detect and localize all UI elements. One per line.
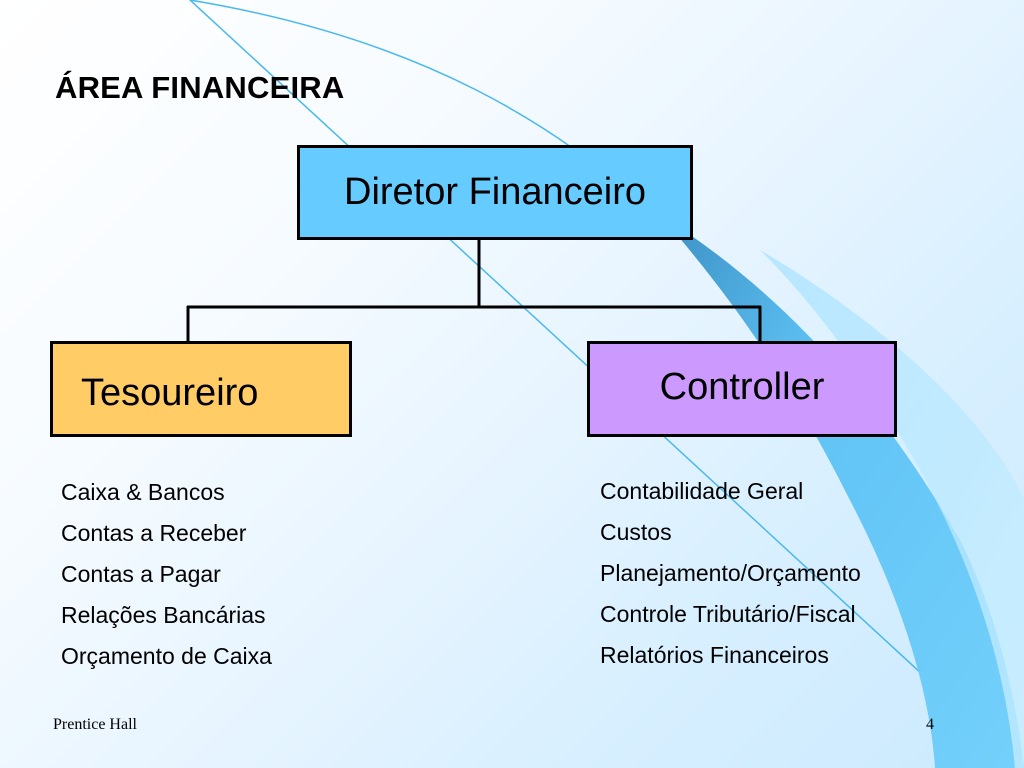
controller-label: Controller [659, 366, 825, 408]
treasurer-duty-item: Contas a Receber [61, 520, 247, 546]
treasurer-duty-item: Contas a Pagar [61, 561, 221, 587]
treasurer-duty-item: Relações Bancárias [61, 602, 266, 628]
treasurer-duty-item: Orçamento de Caixa [61, 643, 272, 669]
controller-duties-list: Contabilidade Geral Custos Planejamento/… [600, 471, 861, 676]
controller-duty-item: Planejamento/Orçamento [600, 560, 861, 586]
footer-page-number: 4 [926, 716, 934, 733]
controller-duty-item: Contabilidade Geral [600, 478, 804, 504]
slide-title: ÁREA FINANCEIRA [55, 70, 345, 105]
treasurer-duties-list: Caixa & Bancos Contas a Receber Contas a… [61, 472, 272, 677]
director-label: Diretor Financeiro [344, 171, 646, 213]
swoosh-band [660, 215, 1024, 768]
controller-box: Controller [587, 341, 897, 437]
controller-duty-item: Custos [600, 519, 672, 545]
treasurer-duty-item: Caixa & Bancos [61, 479, 225, 505]
controller-duty-item: Controle Tributário/Fiscal [600, 601, 856, 627]
director-box: Diretor Financeiro [297, 145, 693, 240]
treasurer-label: Tesoureiro [81, 371, 259, 414]
treasurer-box: Tesoureiro [50, 341, 352, 437]
footer-publisher: Prentice Hall [53, 716, 137, 733]
controller-duty-item: Relatórios Financeiros [600, 642, 829, 668]
